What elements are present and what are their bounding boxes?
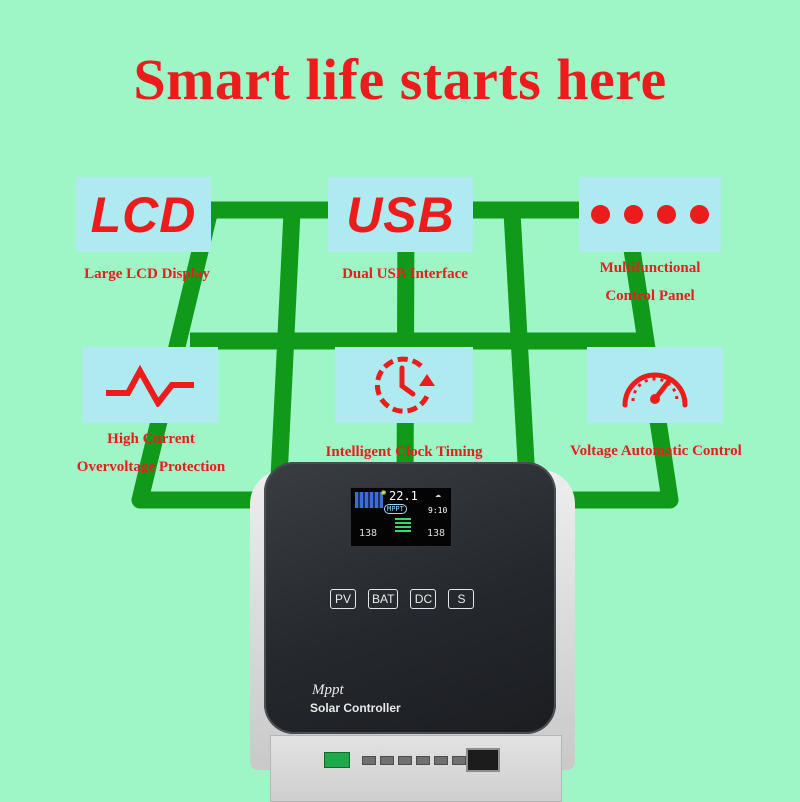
usb-feature-caption: Dual USB Interface	[342, 266, 468, 282]
speedometer-gauge-icon	[622, 372, 688, 408]
sun-icon: ✺	[381, 488, 387, 498]
controller-terminal-block	[270, 735, 562, 802]
pv-button[interactable]: PV	[330, 589, 356, 609]
high-current-caption-line2: Overvoltage Protection	[76, 459, 226, 475]
terminal-ports	[362, 756, 466, 765]
rj45-port	[466, 748, 500, 772]
clock-feature-caption: Intelligent Clock Timing	[325, 444, 483, 460]
headline: Smart life starts here	[133, 47, 667, 112]
pulse-wave-icon	[106, 364, 194, 407]
lcd-tile-text: LCD	[90, 186, 197, 243]
brand-title-text: Solar Controller	[310, 701, 401, 715]
voltage-feature-tile	[587, 347, 723, 423]
dc-button[interactable]: DC	[410, 589, 437, 609]
lcd-screen: ✺ 22.1 ☁ MPPT 9:10 138 138	[350, 487, 452, 547]
control-panel-caption-line2: Control Panel	[605, 288, 695, 304]
high-current-feature-tile	[82, 347, 218, 423]
green-terminal-connector	[324, 752, 350, 768]
control-panel-feature-caption: Multifunctional Control Panel	[562, 254, 738, 310]
controller-button-row: PV BAT DC S	[330, 589, 475, 609]
voltage-feature-caption: Voltage Automatic Control	[570, 443, 742, 459]
lcd-temperature: 22.1	[389, 489, 418, 503]
cloud-icon: ☁	[435, 489, 442, 500]
clock-timer-icon	[374, 356, 435, 414]
clock-feature-tile	[335, 347, 473, 423]
control-panel-caption-line1: Multifunctional	[599, 260, 701, 276]
s-button[interactable]: S	[448, 589, 475, 609]
brand-script-text: Mppt	[312, 682, 344, 698]
lcd-feature-tile: LCD	[76, 177, 211, 252]
high-current-feature-caption: High Current Overvoltage Protection	[44, 425, 258, 481]
bat-button[interactable]: BAT	[368, 589, 399, 609]
lcd-left-reading: 138	[359, 528, 378, 539]
lcd-mode-badge: MPPT	[384, 504, 407, 514]
usb-tile-text: USB	[346, 186, 455, 243]
lcd-right-reading: 138	[427, 528, 446, 539]
control-panel-feature-tile	[579, 177, 721, 252]
usb-feature-tile: USB	[328, 177, 473, 252]
solar-panel-icon	[355, 492, 383, 508]
four-dots-icon	[591, 205, 709, 224]
high-current-caption-line1: High Current	[107, 431, 195, 447]
battery-level-icon	[395, 518, 411, 534]
lcd-feature-caption: Large LCD Display	[84, 266, 210, 282]
device-branding: Mppt Solar Controller	[310, 682, 401, 715]
lcd-time: 9:10	[428, 506, 448, 515]
